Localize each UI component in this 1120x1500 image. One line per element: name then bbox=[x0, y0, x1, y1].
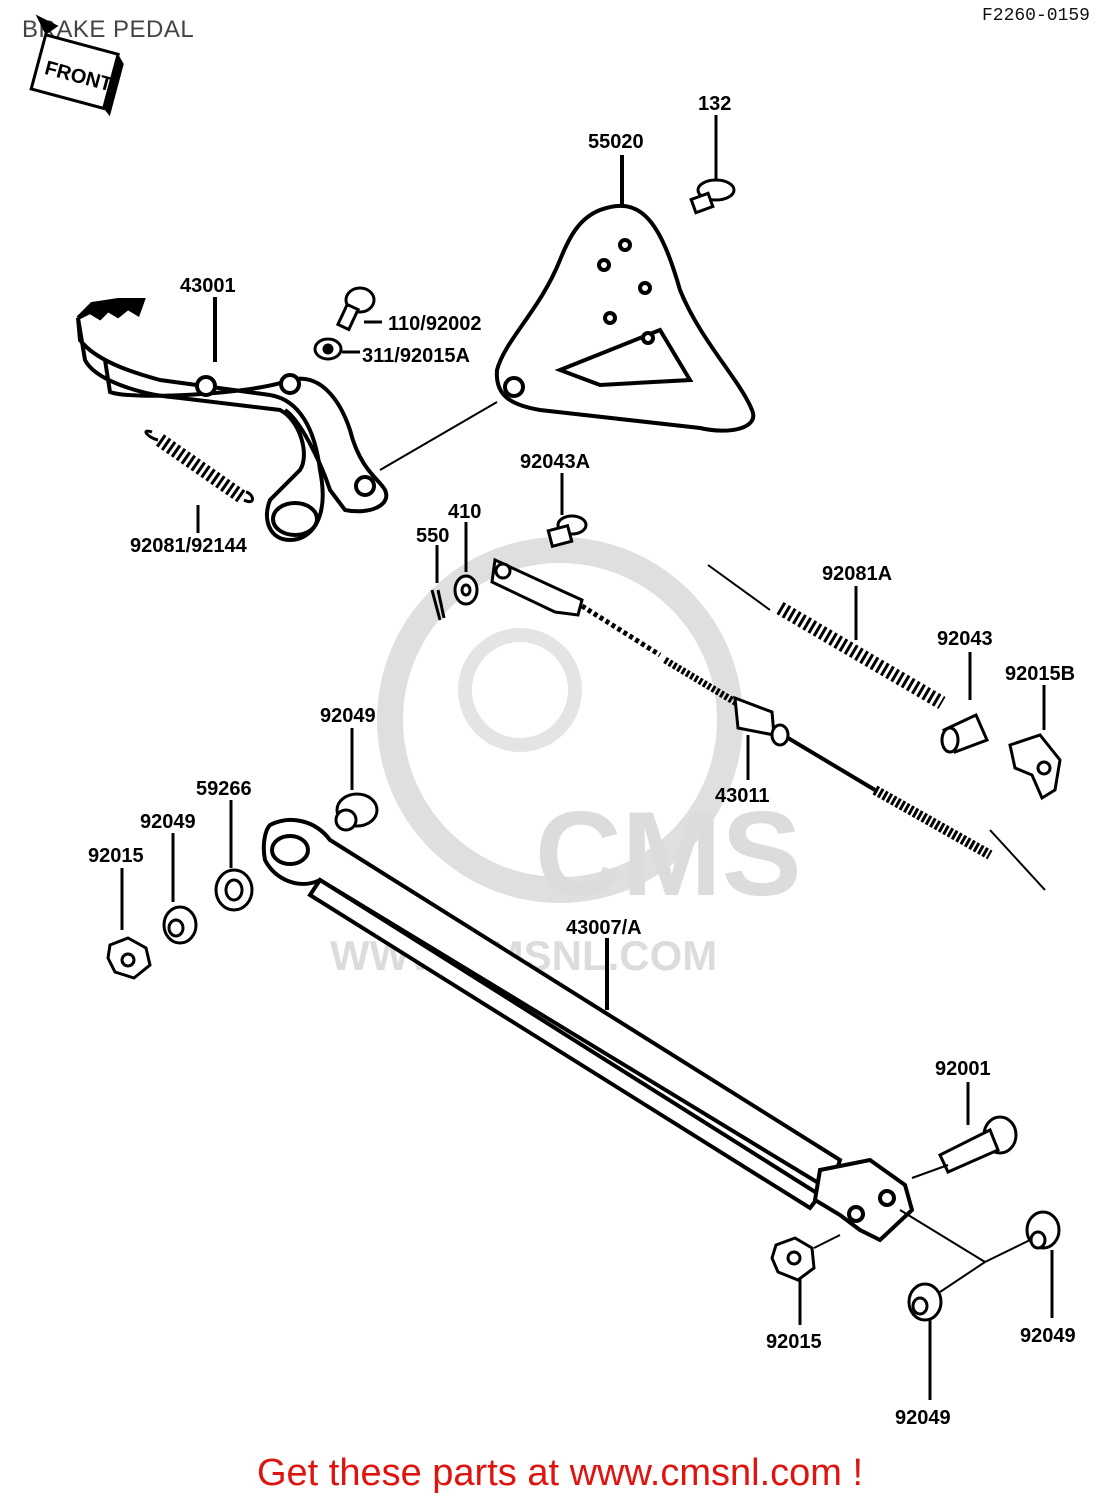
pivot-line bbox=[379, 401, 498, 471]
spring-92081A bbox=[776, 586, 946, 710]
label-92001: 92001 bbox=[935, 1058, 991, 1080]
label-132: 132 bbox=[698, 93, 731, 115]
label-55020: 55020 bbox=[588, 131, 644, 153]
cotter-pin-550 bbox=[430, 545, 446, 621]
wing-nut-92015B bbox=[1008, 685, 1062, 801]
bracket-55020 bbox=[494, 155, 756, 433]
damper-59266 bbox=[214, 800, 254, 912]
label-92049-bottom: 92049 bbox=[895, 1407, 951, 1429]
label-43007A: 43007/A bbox=[566, 917, 642, 939]
label-92043: 92043 bbox=[937, 628, 993, 650]
washer-410 bbox=[453, 522, 479, 606]
label-59266: 59266 bbox=[196, 778, 252, 800]
label-92049-left: 92049 bbox=[140, 811, 196, 833]
tension-rod-43007A bbox=[261, 818, 915, 1243]
watermark-brand: CMS bbox=[535, 787, 802, 921]
label-550: 550 bbox=[416, 525, 449, 547]
trunnion-92043 bbox=[940, 652, 990, 754]
label-43011: 43011 bbox=[715, 785, 770, 807]
label-92015-left: 92015 bbox=[88, 845, 144, 867]
assembly-leader-lines bbox=[899, 1209, 1031, 1293]
label-92049-right: 92049 bbox=[1020, 1325, 1076, 1347]
pin-92043A bbox=[546, 473, 588, 549]
bushing-92049-left bbox=[162, 833, 198, 945]
label-43001: 43001 bbox=[180, 275, 236, 297]
front-arrow: FRONT bbox=[29, 14, 124, 117]
label-92081A: 92081A bbox=[822, 563, 892, 585]
bushing-92049-bottom bbox=[907, 1282, 943, 1400]
label-311-92015A: 311/92015A bbox=[362, 345, 470, 367]
bushing-92049-right bbox=[1025, 1210, 1061, 1318]
label-110-92002: 110/92002 bbox=[388, 313, 481, 335]
label-92049-top: 92049 bbox=[320, 705, 376, 727]
label-92015-bottom: 92015 bbox=[766, 1331, 822, 1353]
bolt-110-92002 bbox=[335, 286, 382, 332]
label-410: 410 bbox=[448, 501, 481, 523]
nut-92015-left bbox=[106, 868, 152, 980]
nut-92015-bottom bbox=[770, 1234, 841, 1325]
spring-92081-92144 bbox=[144, 429, 254, 533]
bolt-92001 bbox=[911, 1082, 1018, 1179]
diagram-code: F2260-0159 bbox=[981, 6, 1090, 26]
brake-pedal-43001 bbox=[76, 297, 389, 543]
bolt-132 bbox=[689, 115, 736, 215]
bushing-92049-top bbox=[334, 728, 379, 832]
footer-link-text: Get these parts at www.cmsnl.com ! bbox=[256, 1452, 864, 1494]
brake-rod-43011 bbox=[490, 557, 1046, 891]
label-92043A: 92043A bbox=[520, 451, 590, 473]
label-92015B: 92015B bbox=[1005, 663, 1075, 685]
nut-311-92015A bbox=[313, 337, 360, 361]
label-92081-92144: 92081/92144 bbox=[130, 535, 248, 557]
watermark: CMS WWW.CMSNL.COM bbox=[330, 537, 802, 979]
